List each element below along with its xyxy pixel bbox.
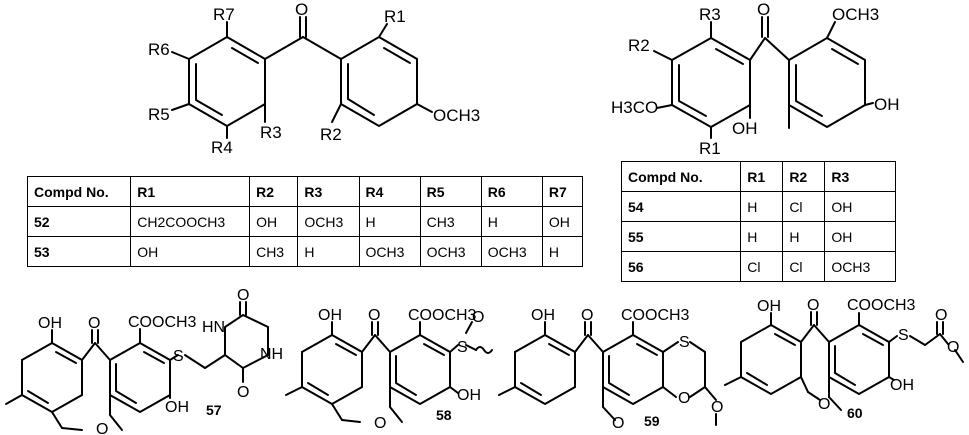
table-cell: H [740, 191, 784, 222]
label-oh: OH [890, 377, 914, 394]
table-cell: OH [824, 191, 896, 222]
label-oh: OH [38, 315, 62, 332]
label-oh: OH [732, 119, 758, 138]
header-cell: R4 [358, 176, 421, 207]
label-r1: R1 [384, 7, 406, 26]
header-cell: Compd No. [26, 176, 132, 207]
table-cell: OCH3 [358, 236, 421, 267]
table-cell: OH [541, 206, 584, 237]
compound-id: 55 [620, 221, 742, 252]
compound-number: 58 [436, 407, 452, 423]
label-oxo: O [581, 307, 593, 324]
table-cell: CH3 [249, 236, 299, 267]
table-cell: Cl [782, 251, 826, 282]
label-r1: R1 [699, 139, 721, 158]
substituent-table-a: Compd No. R1 R2 R3 R4 R5 R6 R7 52 CH2COO… [26, 176, 584, 267]
label-oxo-dkp: O [237, 287, 249, 304]
label-oxo: O [757, 0, 770, 19]
table-cell: OCH3 [297, 206, 360, 237]
label-oxo: O [368, 307, 380, 324]
header-cell: Compd No. [620, 161, 742, 192]
label-hn: HN [202, 319, 225, 336]
header-cell: R2 [249, 176, 299, 207]
label-h3co: H3CO [611, 98, 658, 117]
label-r5: R5 [148, 105, 170, 124]
scaffold-b-structure: O R3 R2 H3CO R1 OH OCH3 OH [611, 0, 900, 158]
label-oh: OH [531, 307, 555, 324]
label-oh: OH [757, 298, 781, 315]
table-cell: H [541, 236, 584, 267]
table-cell: OH [130, 236, 251, 267]
label-sulfur: S [457, 339, 468, 356]
scaffold-a-structure: O R7 R6 R5 R4 R3 R1 R2 OCH3 [148, 0, 480, 157]
label-oxo: O [88, 315, 100, 332]
label-ester-o: O [947, 339, 959, 356]
label-sulfur: S [173, 348, 184, 365]
label-och3: OCH3 [832, 5, 879, 24]
table-cell: Cl [782, 191, 826, 222]
label-r4: R4 [211, 138, 233, 157]
label-r7: R7 [213, 5, 235, 24]
header-cell: R1 [130, 176, 251, 207]
label-methoxy-o: O [818, 396, 830, 413]
label-carbonyl-o: O [935, 307, 947, 324]
label-oh: OH [165, 399, 189, 416]
label-oxo: O [807, 297, 819, 314]
table-row: 56 Cl Cl OCH3 [620, 251, 896, 282]
compound-id: 54 [620, 191, 742, 222]
label-oh: OH [318, 307, 342, 324]
table-header-row: Compd No. R1 R2 R3 R4 R5 R6 R7 [26, 176, 584, 207]
compound-id: 56 [620, 251, 742, 282]
label-r3: R3 [699, 5, 721, 24]
label-r2: R2 [628, 36, 650, 55]
compound-id: 53 [26, 236, 132, 267]
header-cell: R7 [541, 176, 584, 207]
label-ester: COOCH3 [621, 307, 690, 324]
compound-number: 57 [206, 402, 222, 418]
compound-number: 60 [847, 405, 863, 421]
label-ester: COOCH3 [847, 297, 916, 314]
label-methoxy-o: O [96, 421, 108, 435]
label-oh: OH [457, 387, 481, 404]
compound-number: 59 [644, 413, 660, 429]
label-sulfur: S [898, 327, 909, 344]
label-oxo: O [295, 0, 308, 19]
label-ester: COOCH3 [408, 307, 477, 324]
label-r3: R3 [260, 123, 282, 142]
label-sulfoxide-o: O [472, 309, 484, 326]
label-methoxy-o: O [374, 415, 386, 432]
substituent-table-b: Compd No. R1 R2 R3 54 H Cl OH 55 H H OH … [620, 161, 896, 282]
label-ring-o: O [678, 390, 690, 407]
label-ring-o: O [711, 399, 723, 416]
label-nh: NH [260, 346, 283, 363]
table-row: 54 H Cl OH [620, 191, 896, 222]
label-oh: OH [874, 95, 900, 114]
label-methoxy-o: O [612, 415, 624, 432]
header-cell: R6 [480, 176, 543, 207]
table-row: 53 OH CH3 H OCH3 OCH3 OCH3 H [26, 236, 584, 267]
label-r6: R6 [148, 40, 170, 59]
table-cell: OCH3 [480, 236, 543, 267]
header-cell: R3 [297, 176, 360, 207]
label-ester: COOCH3 [128, 314, 197, 331]
label-oxo-dkp: O [237, 384, 249, 401]
label-och3: OCH3 [433, 106, 480, 125]
label-sulfur: S [679, 334, 690, 351]
label-r2: R2 [320, 125, 342, 144]
table-cell: OCH3 [824, 251, 896, 282]
table-header-row: Compd No. R1 R2 R3 [620, 161, 896, 192]
